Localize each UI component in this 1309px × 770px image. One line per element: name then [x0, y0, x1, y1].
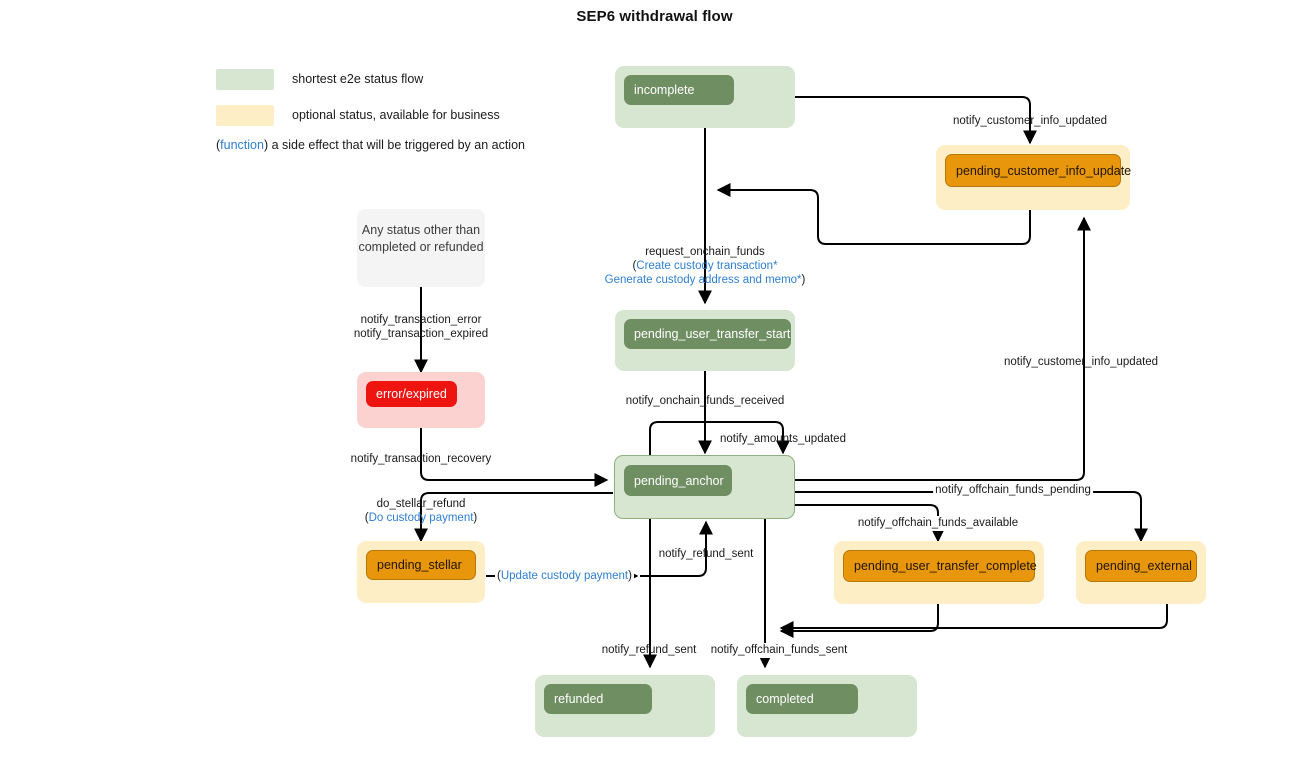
edge-label-do-stellar-refund: do_stellar_refund — [376, 498, 466, 510]
node-refunded[interactable]: refunded — [535, 675, 715, 737]
edge-label-create-custody-transaction: (Create custody transaction* — [632, 259, 777, 274]
legend-function-note: (function) a side effect that will be tr… — [216, 138, 525, 152]
node-completed-label: completed — [746, 684, 858, 714]
edge-pending-anchor-to-pending-stellar — [414, 492, 613, 543]
node-completed[interactable]: completed — [737, 675, 917, 737]
legend-note-text: ) a side effect that will be triggered b… — [263, 138, 525, 152]
legend-swatch-orange — [216, 104, 274, 126]
node-refunded-label: refunded — [544, 684, 652, 714]
paren-open: ( — [632, 260, 637, 272]
paren-close-2: ) — [473, 512, 478, 524]
edge-label-notify-offchain-funds-pending: notify_offchain_funds_pending — [933, 483, 1093, 498]
edge-label-do-custody-payment: (Do custody payment) — [365, 511, 478, 526]
edge-pending-customer-info-update-to-main — [716, 183, 1031, 245]
legend-swatch-green — [216, 68, 274, 90]
node-pending-user-transfer-start-label: pending_user_transfer_start — [624, 319, 791, 349]
node-pending-anchor-label: pending_anchor — [624, 465, 732, 496]
node-pending-user-transfer-start[interactable]: pending_user_transfer_start — [615, 310, 795, 371]
node-incomplete-label: incomplete — [624, 75, 734, 105]
edge-error-expired-to-pending-anchor — [420, 428, 609, 487]
edge-label-notify-amounts-updated: notify_amounts_updated — [720, 433, 846, 445]
edge-label-update-custody-payment: (Update custody payment) — [495, 569, 634, 584]
edge-label-generate-custody-address: Generate custody address and memo*) — [605, 273, 806, 288]
node-incomplete[interactable]: incomplete — [615, 66, 795, 128]
function-create-custody-transaction: Create custody transaction* — [636, 260, 778, 272]
edge-label-notify-transaction-expired: notify_transaction_expired — [353, 328, 489, 340]
legend-paren-open: ( — [216, 138, 221, 152]
edge-label-notify-refund-sent-loop: notify_refund_sent — [658, 548, 754, 560]
legend-item-green: shortest e2e status flow — [216, 68, 525, 90]
node-pending-external-label: pending_external — [1085, 550, 1197, 582]
function-do-custody-payment: Do custody payment — [368, 512, 474, 524]
edge-label-notify-offchain-funds-available: notify_offchain_funds_available — [855, 516, 1021, 531]
node-error-expired[interactable]: error/expired — [357, 372, 485, 428]
edge-label-notify-refund-sent-down: notify_refund_sent — [601, 644, 697, 656]
node-pending-customer-info-update[interactable]: pending_customer_info_update — [936, 145, 1131, 210]
node-pending-stellar-label: pending_stellar — [366, 550, 476, 580]
node-pending-external[interactable]: pending_external — [1076, 541, 1206, 604]
edge-label-notify-customer-info-updated-right: notify_customer_info_updated — [1004, 356, 1159, 368]
edge-incomplete-to-pending-customer-info-update — [795, 96, 1037, 145]
paren-open-3: ( — [497, 570, 501, 582]
legend-label-orange: optional status, available for business — [292, 108, 500, 122]
edge-pending-anchor-self-loop-notify-amounts-updated — [649, 421, 790, 455]
page-title: SEP6 withdrawal flow — [576, 8, 733, 25]
node-pending-user-transfer-complete[interactable]: pending_user_transfer_complete — [834, 541, 1044, 604]
node-pending-stellar[interactable]: pending_stellar — [357, 541, 485, 603]
edge-label-request-onchain-funds: request_onchain_funds — [645, 246, 765, 258]
edge-pending-anchor-to-pending-external — [795, 491, 1148, 543]
node-pending-anchor[interactable]: pending_anchor — [614, 455, 795, 519]
node-any-status-label: Any status other than completed or refun… — [358, 223, 484, 254]
edge-pending-anchor-to-pending-customer-info-update — [795, 216, 1091, 481]
paren-close: ) — [801, 274, 806, 286]
paren-close-3: ) — [628, 570, 632, 582]
legend-label-green: shortest e2e status flow — [292, 72, 424, 86]
node-pending-user-transfer-complete-label: pending_user_transfer_complete — [843, 550, 1037, 582]
edge-label-notify-transaction-recovery: notify_transaction_recovery — [350, 453, 492, 465]
node-pending-customer-info-update-label: pending_customer_info_update — [945, 154, 1131, 187]
edge-label-notify-customer-info-updated-top: notify_customer_info_updated — [953, 115, 1108, 127]
edge-label-notify-offchain-funds-sent: notify_offchain_funds_sent — [708, 643, 850, 658]
function-update-custody-payment: Update custody payment — [500, 570, 629, 582]
edge-pending-anchor-to-pending-user-transfer-complete — [795, 504, 945, 543]
legend-item-orange: optional status, available for business — [216, 104, 525, 126]
function-generate-custody-address: Generate custody address and memo* — [604, 274, 802, 286]
legend-function-word: function — [220, 138, 264, 152]
paren-open-2: ( — [364, 512, 369, 524]
edge-label-notify-onchain-funds-received: notify_onchain_funds_received — [625, 395, 785, 407]
node-error-expired-label: error/expired — [366, 381, 457, 407]
edge-pending-user-transfer-complete-to-completed — [779, 604, 939, 638]
edge-notify-refund-sent-to-pending-anchor — [640, 520, 713, 577]
node-any-status[interactable]: Any status other than completed or refun… — [357, 209, 485, 287]
edge-label-notify-transaction-error: notify_transaction_error — [360, 314, 482, 326]
legend: shortest e2e status flow optional status… — [216, 68, 525, 152]
edge-pending-external-to-completed — [779, 604, 1168, 635]
